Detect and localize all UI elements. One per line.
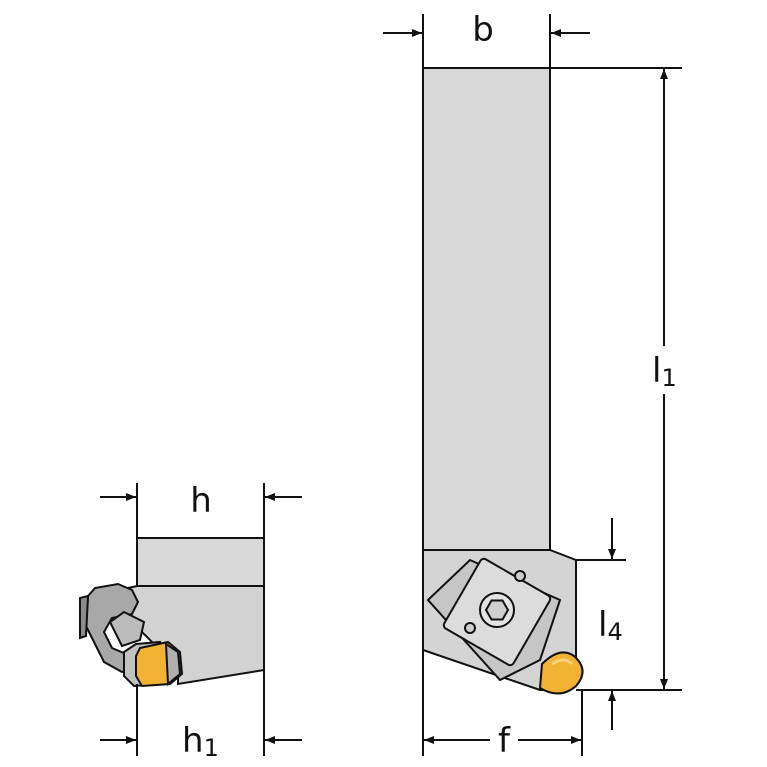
top-view: b l1 l4 f bbox=[383, 10, 682, 761]
side-view-shank bbox=[136, 537, 265, 587]
insert-edge bbox=[164, 642, 182, 687]
pin bbox=[464, 622, 476, 634]
dim-label-l4: l4 bbox=[598, 605, 623, 646]
dim-label-f: f bbox=[498, 721, 511, 761]
hex-socket bbox=[484, 599, 510, 621]
clamp-detail bbox=[108, 610, 146, 648]
dim-label-h1: h1 bbox=[182, 721, 219, 762]
dim-label-b: b bbox=[472, 10, 494, 50]
f-label-bg bbox=[490, 720, 518, 760]
insert-highlight bbox=[551, 658, 574, 666]
dim-label-l1: l1 bbox=[652, 351, 677, 392]
clamp-icon bbox=[84, 582, 140, 674]
pin bbox=[514, 570, 526, 582]
top-view-shank bbox=[422, 67, 551, 551]
clamp-detail bbox=[79, 594, 90, 640]
l1-label-bg bbox=[648, 346, 680, 394]
side-view: h h1 bbox=[79, 481, 302, 762]
dim-label-h: h bbox=[190, 481, 212, 521]
